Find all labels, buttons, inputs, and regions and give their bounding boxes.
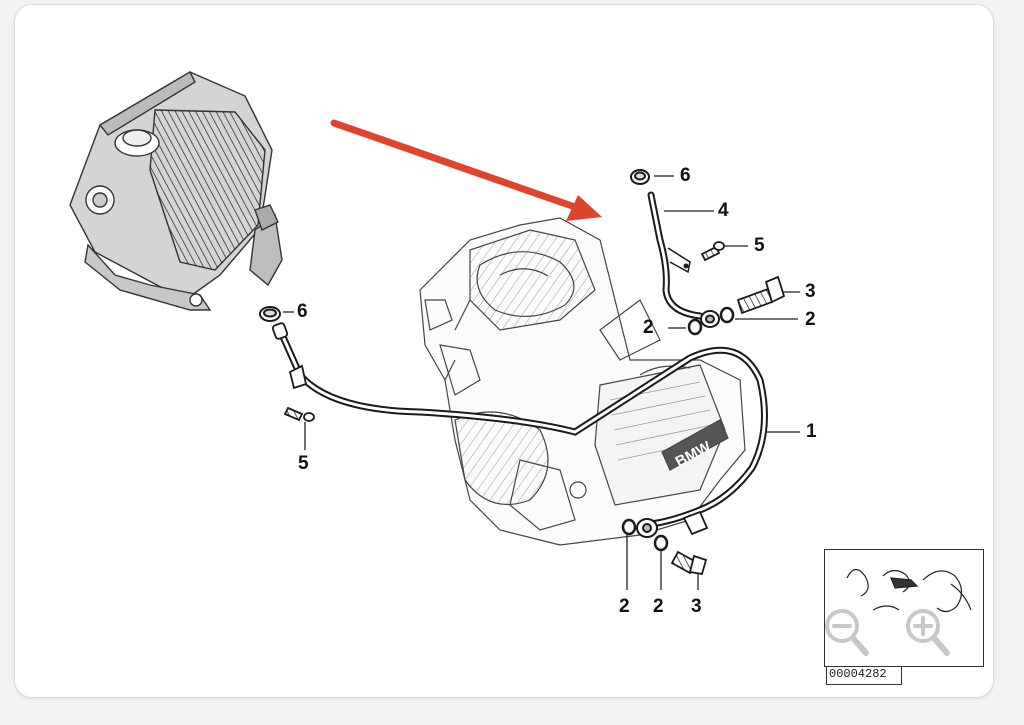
oil-hose-1 bbox=[276, 326, 768, 528]
washer-2-lower-right bbox=[653, 534, 669, 552]
washer-2-upper-left bbox=[687, 318, 703, 336]
washer-2-upper-right bbox=[719, 306, 735, 324]
zoom-in-icon bbox=[906, 609, 950, 656]
callout-3-top: 3 bbox=[805, 281, 816, 302]
clamp-6-left bbox=[259, 306, 281, 322]
oil-tank bbox=[69, 71, 283, 311]
banjo-fitting-lower bbox=[636, 518, 658, 538]
screw-5-left bbox=[283, 406, 315, 422]
leader-lines bbox=[283, 175, 800, 590]
screw-5-upper bbox=[700, 241, 725, 262]
washer-2-lower-left bbox=[621, 518, 637, 536]
callout-2-lower-right: 2 bbox=[653, 596, 664, 617]
zoom-in-button[interactable] bbox=[903, 606, 951, 658]
callout-5-top: 5 bbox=[754, 235, 765, 256]
callout-6-left: 6 bbox=[297, 301, 308, 322]
red-arrow-icon bbox=[330, 119, 602, 221]
oil-hose-4 bbox=[647, 191, 704, 320]
bolt-3-lower bbox=[670, 550, 708, 576]
banjo-fitting-upper bbox=[700, 310, 720, 328]
callout-2-upper-left: 2 bbox=[643, 317, 654, 338]
callout-1: 1 bbox=[806, 421, 817, 442]
engine-block: BMW bbox=[419, 217, 746, 546]
hose-fitting-left bbox=[271, 322, 308, 390]
zoom-out-button[interactable] bbox=[822, 606, 870, 658]
sensor-plug bbox=[682, 510, 709, 536]
callout-6-top: 6 bbox=[680, 165, 691, 186]
callout-2-upper-right: 2 bbox=[805, 309, 816, 330]
callout-3-bottom: 3 bbox=[691, 596, 702, 617]
bolt-3-upper bbox=[736, 275, 786, 315]
thumbnail-code: 00004282 bbox=[826, 666, 902, 685]
callout-4: 4 bbox=[718, 200, 729, 221]
callout-2-lower-left: 2 bbox=[619, 596, 630, 617]
thumbnail-preview[interactable] bbox=[824, 549, 984, 667]
thumbnail-sketch bbox=[846, 568, 972, 613]
zoom-out-icon bbox=[825, 609, 869, 656]
callout-5-left: 5 bbox=[298, 453, 309, 474]
clamp-6-top bbox=[630, 169, 650, 185]
